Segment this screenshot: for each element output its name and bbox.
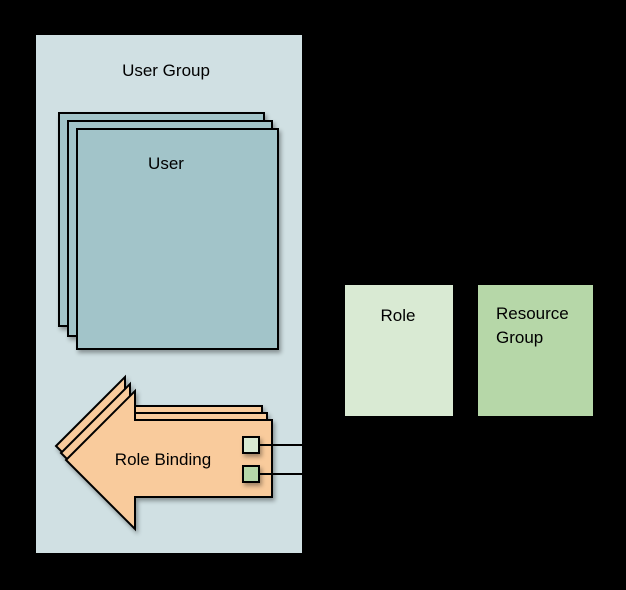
port-resource-group	[242, 465, 260, 483]
port-role	[242, 436, 260, 454]
role-box	[345, 285, 453, 416]
role-binding-arrow-front	[64, 388, 273, 532]
resource-group-node: Resource Group	[478, 285, 593, 416]
user-stack: User	[58, 112, 279, 350]
connectors	[259, 444, 478, 475]
role-binding-ports	[242, 436, 260, 483]
resource-group-label-line1: Resource	[496, 304, 569, 323]
user-label: User	[148, 154, 184, 173]
user-group-label: User Group	[122, 61, 210, 80]
role-node: Role	[345, 285, 453, 416]
role-binding-label: Role Binding	[115, 450, 211, 469]
resource-group-box	[478, 285, 593, 416]
resource-group-label-line2: Group	[496, 328, 543, 347]
user-card-front	[76, 128, 279, 350]
role-label: Role	[381, 306, 416, 325]
